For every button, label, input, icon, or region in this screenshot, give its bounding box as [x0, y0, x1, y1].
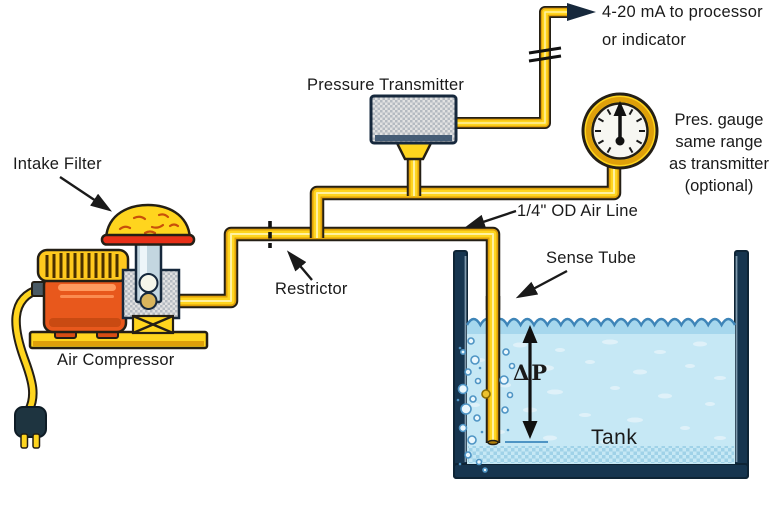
bubbles — [456, 337, 516, 473]
power-cord — [11, 284, 42, 413]
signal-arrowhead-icon — [567, 3, 596, 21]
intake-filter-arrow — [59, 176, 112, 212]
label-signal-line1: 4-20 mA to processor — [602, 3, 763, 21]
label-signal-line2: or indicator — [602, 31, 687, 49]
signal-wire — [454, 3, 596, 129]
gauge-note-line1: Pres. gauge — [674, 111, 764, 129]
label-sense-tube: Sense Tube — [546, 249, 637, 267]
sense-tube-graphic — [485, 296, 501, 446]
tube-bubble-gold — [481, 389, 491, 399]
pressure-transmitter-graphic — [369, 94, 458, 161]
air-line-arrow — [463, 209, 517, 229]
check-ball-gold — [139, 292, 158, 310]
gauge-note-line3: as transmitter — [669, 155, 769, 173]
gauge-note-line4: (optional) — [684, 177, 754, 195]
pointer-arrows — [59, 176, 568, 299]
sense-tube-arrow — [515, 269, 568, 299]
tank-bottom — [453, 463, 749, 479]
gauge-needle — [613, 101, 627, 146]
label-delta-p: ΔP — [513, 360, 550, 385]
intake-filter-graphic — [100, 203, 196, 246]
pipe-transmitter-gauge-run — [309, 158, 622, 238]
label-air-compressor: Air Compressor — [57, 351, 175, 369]
pipe-main-air-line — [148, 226, 501, 310]
pressure-gauge-graphic — [581, 92, 659, 170]
transmitter-box — [369, 94, 458, 145]
wire-break-marks — [528, 46, 562, 63]
check-ball-white — [138, 273, 159, 293]
motor-ribbed-cap — [36, 248, 130, 283]
tank-floor-texture — [468, 446, 734, 463]
label-air-line: 1/4" OD Air Line — [517, 202, 638, 220]
label-restrictor: Restrictor — [275, 280, 348, 298]
pump-x-brace — [131, 314, 175, 335]
air-compressor — [28, 237, 209, 350]
gauge-note-line2: same range — [675, 133, 763, 151]
power-plug-icon — [14, 406, 47, 449]
restrictor-arrow — [286, 250, 313, 281]
label-tank: Tank — [591, 426, 638, 449]
wave-crest-line — [465, 317, 737, 328]
filter-rim — [100, 233, 196, 246]
delta-p-arrow — [522, 325, 538, 439]
label-intake-filter: Intake Filter — [13, 155, 102, 173]
label-pressure-transmitter: Pressure Transmitter — [307, 76, 465, 94]
label-gauge-note: Pres. gauge same range as transmitter (o… — [656, 109, 780, 197]
